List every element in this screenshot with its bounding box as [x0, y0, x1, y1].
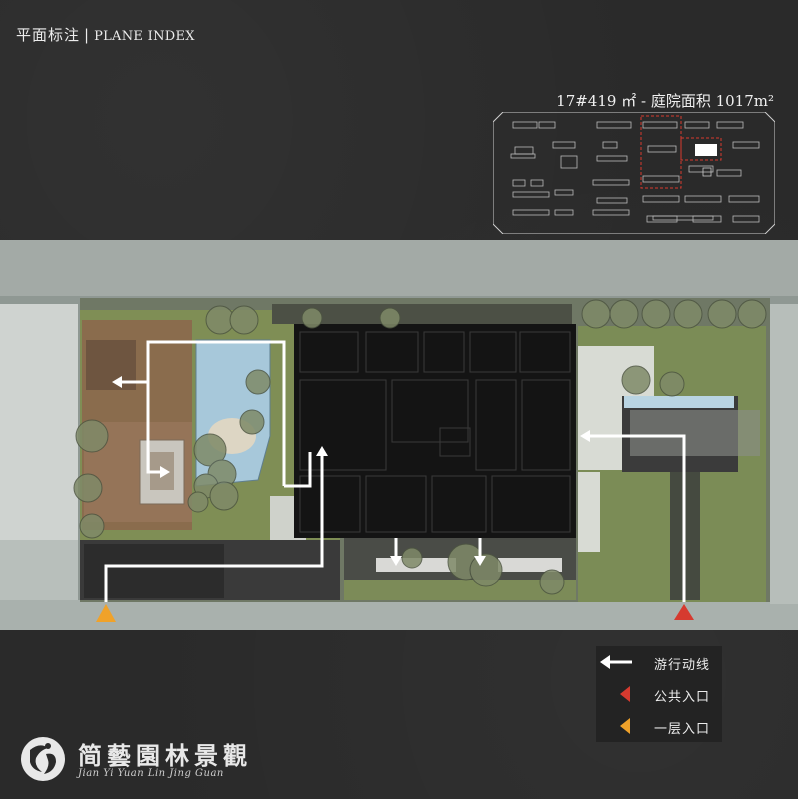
title-separator: |: [84, 26, 91, 44]
hedge-strip: [272, 304, 572, 324]
legend-item-route: 游行动线: [596, 650, 722, 674]
logo-mark-icon: [21, 737, 65, 781]
route-courtyard: [146, 340, 286, 486]
minimap-current-lot: [695, 144, 717, 156]
legend: 游行动线 公共入口 一层入口: [596, 646, 722, 742]
front-court-paving-2: [498, 558, 562, 572]
public-entrance-marker: [674, 604, 694, 620]
plan-right-block: [770, 304, 798, 604]
legend-label-public-entrance: 公共入口: [654, 690, 711, 705]
site-plan: [0, 240, 798, 630]
route-arrowheads: [112, 376, 590, 566]
minimap-buildings: [510, 121, 760, 223]
page-title: 平面标注|PLANE INDEX: [16, 24, 195, 45]
first-floor-entrance-marker: [96, 604, 116, 622]
building: [294, 324, 576, 538]
legend-item-first-floor-entrance: 一层入口: [596, 714, 722, 738]
legend-item-public-entrance: 公共入口: [596, 682, 722, 706]
front-lawn: [344, 580, 576, 600]
minimap-highlight-zone-2: [680, 137, 722, 161]
brand-logo: 简藝園林景觀 Jian Yi Yuan Lin Jing Guan: [18, 734, 268, 784]
minimap-small-block: [702, 167, 712, 177]
route-right: [584, 434, 686, 602]
minimap-outline: [493, 112, 775, 234]
building-walls: [299, 331, 571, 533]
route-left-inner: [284, 452, 312, 488]
white-arrow-icon: [600, 655, 632, 669]
title-cn: 平面标注: [16, 26, 81, 44]
title-en: PLANE INDEX: [94, 29, 195, 44]
plan-road-bottom: [0, 600, 798, 630]
logo-name-cn: 简藝園林景觀: [78, 741, 252, 770]
index-map-caption: 17#419 ㎡ - 庭院面积 1017m²: [556, 92, 774, 110]
plan-road-top: [0, 240, 798, 296]
legend-label-first-floor-entrance: 一层入口: [654, 722, 711, 737]
legend-label-route: 游行动线: [654, 658, 711, 673]
right-paving-2: [578, 472, 600, 552]
red-triangle-icon: [620, 686, 630, 702]
right-pool: [624, 396, 734, 408]
plan-left-block: [0, 304, 78, 540]
logo-name-en: Jian Yi Yuan Lin Jing Guan: [78, 768, 224, 779]
orange-triangle-icon: [620, 718, 630, 734]
route-left: [104, 452, 324, 602]
plan-left-strip: [0, 540, 78, 600]
right-pavilion-roof: [630, 410, 760, 456]
index-minimap: [493, 112, 775, 234]
